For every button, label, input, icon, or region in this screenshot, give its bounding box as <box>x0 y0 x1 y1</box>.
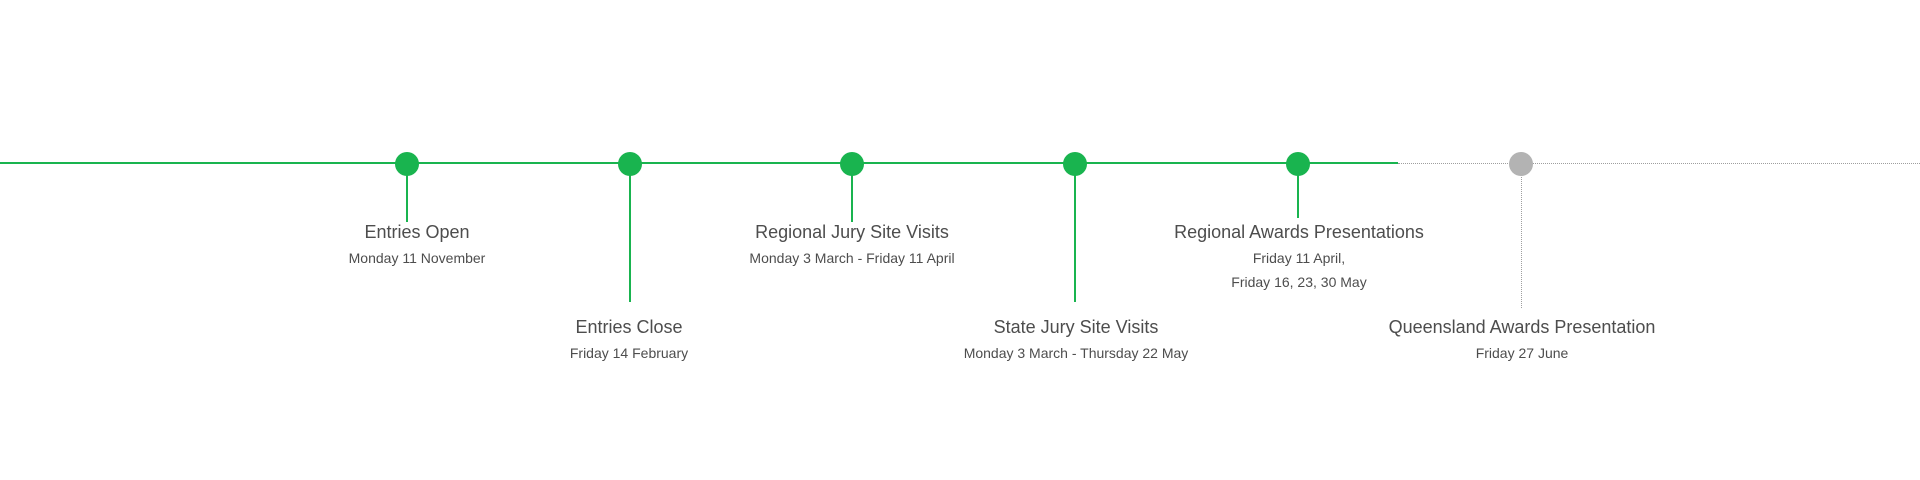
timeline-remaining-line <box>1398 163 1920 164</box>
milestone-marker <box>1509 152 1533 176</box>
milestone-marker <box>840 152 864 176</box>
milestone-connector <box>406 164 408 222</box>
milestone-date: Monday 3 March - Thursday 22 May <box>963 345 1189 361</box>
milestone-queensland-awards-presentation: Queensland Awards Presentation Friday 27… <box>1389 316 1656 365</box>
milestone-title: State Jury Site Visits <box>993 317 1159 337</box>
milestone-regional-jury-site-visits: Regional Jury Site Visits Monday 3 March… <box>749 221 954 270</box>
milestone-connector <box>629 164 631 302</box>
timeline-progress-line <box>0 162 1398 164</box>
milestone-connector <box>851 164 853 222</box>
milestone-marker <box>1063 152 1087 176</box>
milestone-date: Friday 11 April, <box>1252 250 1346 266</box>
milestone-date: Friday 14 February <box>569 345 689 361</box>
milestone-title: Regional Jury Site Visits <box>755 222 949 242</box>
milestone-title: Queensland Awards Presentation <box>1388 317 1656 337</box>
milestone-marker <box>1286 152 1310 176</box>
milestone-title: Regional Awards Presentations <box>1174 222 1424 242</box>
milestone-title: Entries Open <box>364 222 470 242</box>
milestone-date: Friday 27 June <box>1475 345 1569 361</box>
milestone-entries-open: Entries Open Monday 11 November <box>349 221 486 270</box>
milestone-entries-close: Entries Close Friday 14 February <box>570 316 688 365</box>
milestone-title: Entries Close <box>575 317 683 337</box>
milestone-date: Monday 11 November <box>348 250 486 266</box>
milestone-date: Monday 3 March - Friday 11 April <box>749 250 955 266</box>
milestone-connector <box>1297 164 1299 218</box>
milestone-connector <box>1074 164 1076 302</box>
milestone-marker <box>395 152 419 176</box>
milestone-regional-awards-presentations: Regional Awards Presentations Friday 11 … <box>1174 221 1424 294</box>
milestone-marker <box>618 152 642 176</box>
milestone-state-jury-site-visits: State Jury Site Visits Monday 3 March - … <box>964 316 1189 365</box>
milestone-date-line2: Friday 16, 23, 30 May <box>1231 274 1367 290</box>
milestone-connector <box>1521 164 1522 308</box>
